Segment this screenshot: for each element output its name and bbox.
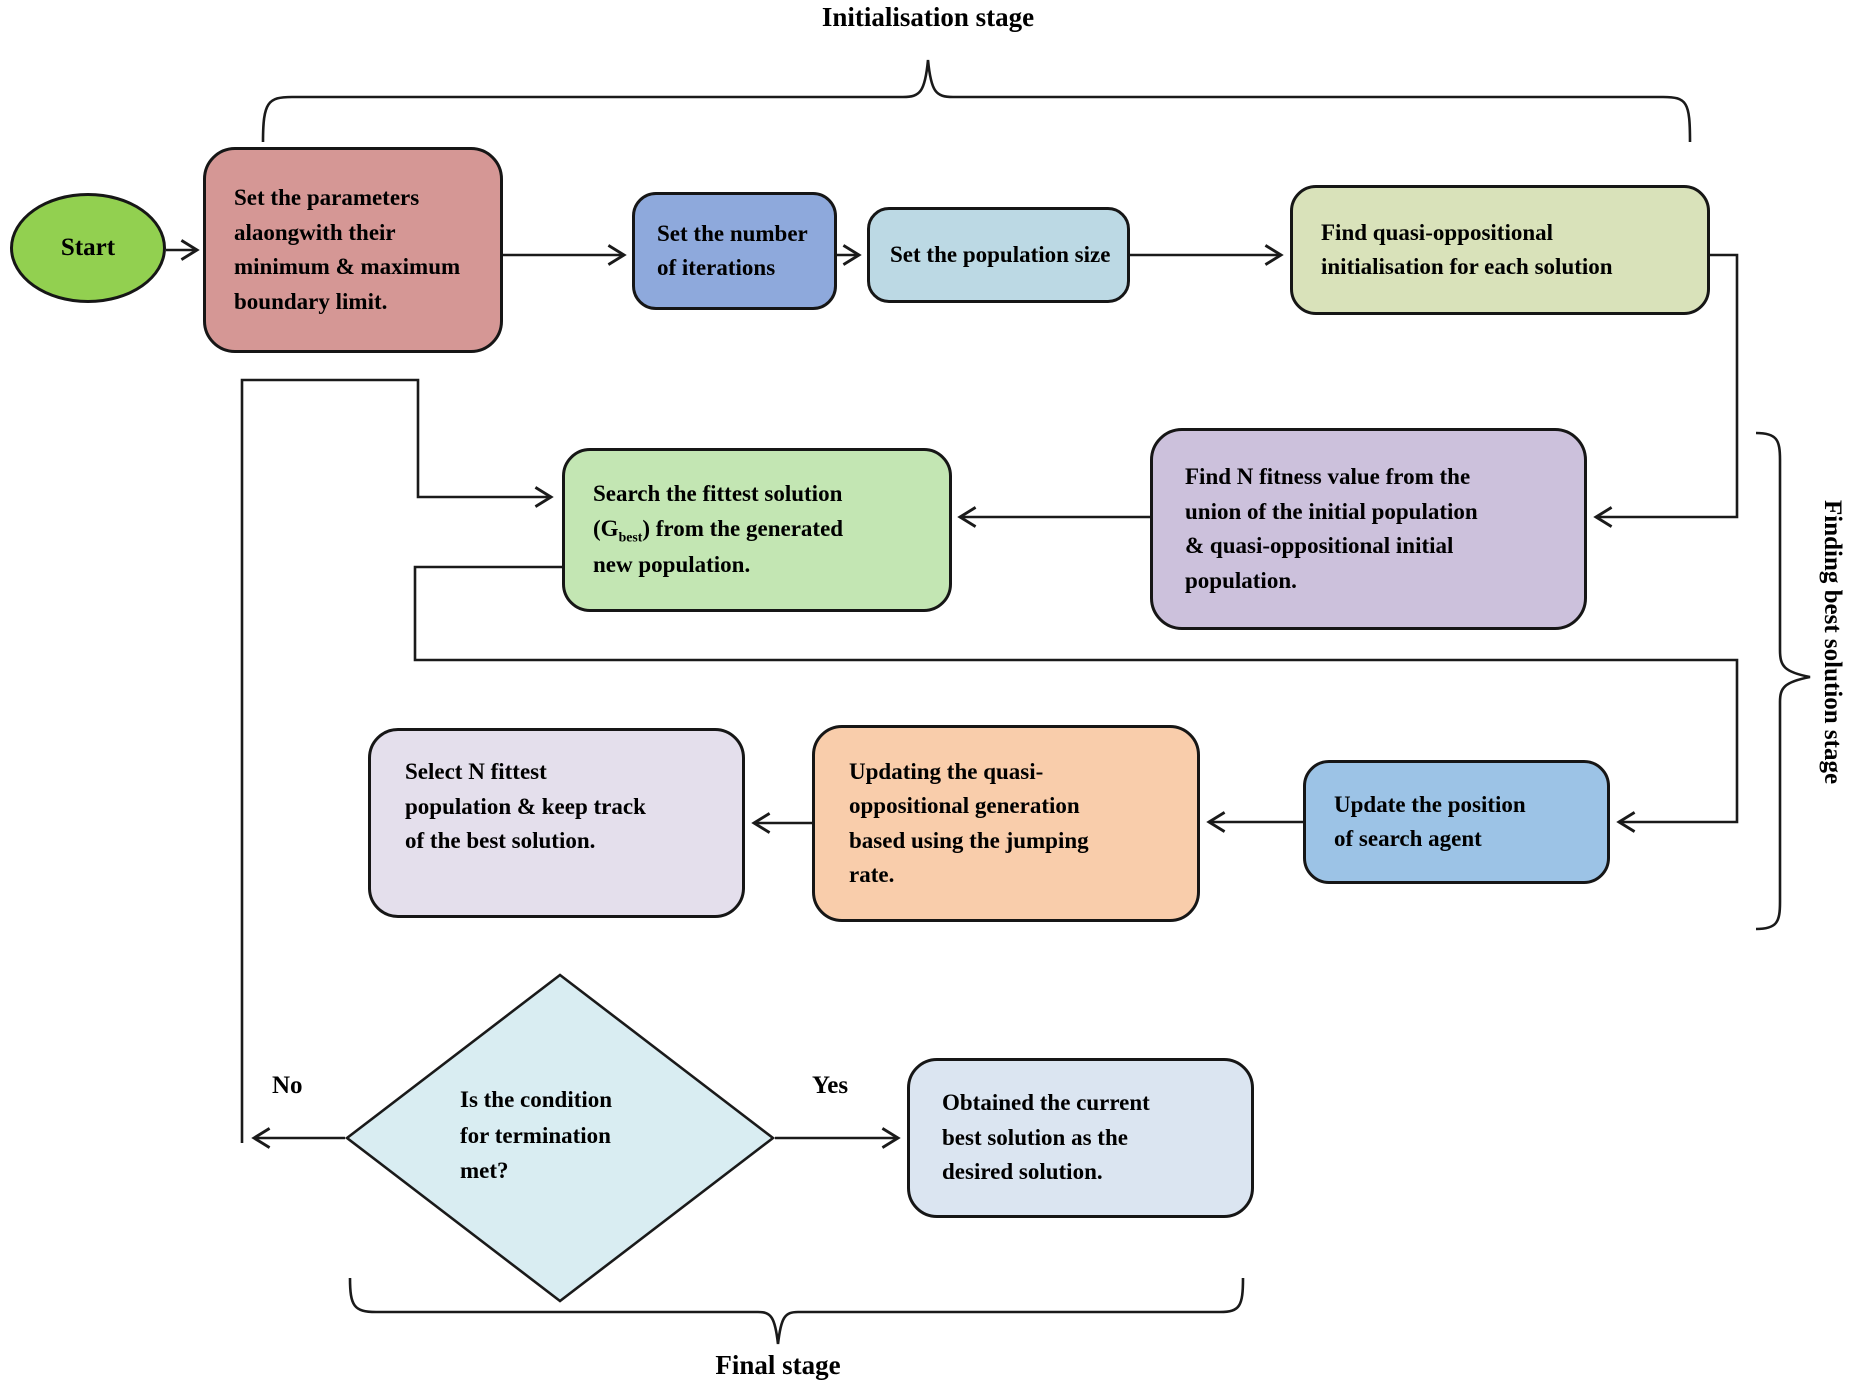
set-population-node: Set the population size	[867, 207, 1130, 303]
set-population-label: Set the population size	[890, 241, 1111, 267]
termination-decision-label: Is the condition for termination met?	[460, 1087, 613, 1184]
select-fittest-label: Select N fittest population & keep track…	[405, 759, 646, 853]
loop-line-to-search	[240, 378, 554, 1143]
search-fittest-node: Search the fittest solution (Gbest) from…	[562, 448, 952, 612]
update-quasi-generation-node: Updating the quasi- oppositional generat…	[812, 725, 1200, 922]
stage-label-initialisation: Initialisation stage	[821, 2, 1035, 32]
select-fittest-node: Select N fittest population & keep track…	[368, 728, 745, 918]
fitness-union-node: Find N fitness value from the union of t…	[1150, 428, 1587, 630]
stage-label-finding-best: Finding best solution stage	[1819, 500, 1846, 785]
arrow-quasi-to-fitness	[1593, 253, 1739, 528]
quasi-oppositional-init-node: Find quasi-oppositional initialisation f…	[1290, 185, 1710, 315]
search-fittest-label-pre: Search the fittest solution (G	[593, 481, 843, 541]
finding-best-brace	[1755, 431, 1811, 931]
quasi-oppositional-init-label: Find quasi-oppositional initialisation f…	[1321, 219, 1613, 280]
no-label: No	[272, 1072, 303, 1099]
yes-label: Yes	[812, 1072, 849, 1099]
gbest-subscript: best	[618, 529, 643, 545]
update-position-label: Update the position of search agent	[1334, 791, 1526, 852]
search-fittest-label: Search the fittest solution (Gbest) from…	[565, 477, 843, 582]
obtained-solution-label: Obtained the current best solution as th…	[942, 1090, 1150, 1185]
update-position-node: Update the position of search agent	[1303, 760, 1610, 884]
search-fittest-label-post: ) from the generated new population.	[593, 515, 844, 578]
fitness-union-label: Find N fitness value from the union of t…	[1185, 464, 1478, 593]
start-label: Start	[60, 234, 116, 262]
initialisation-brace	[261, 59, 1692, 143]
arrow-search-to-update	[413, 565, 1739, 833]
start-node: Start	[10, 193, 166, 303]
obtained-solution-node: Obtained the current best solution as th…	[907, 1058, 1254, 1218]
set-iterations-node: Set the number of iterations	[632, 192, 837, 310]
update-quasi-generation-label: Updating the quasi- oppositional generat…	[849, 758, 1089, 888]
final-brace	[348, 1277, 1245, 1345]
stage-label-final: Final stage	[715, 1350, 841, 1380]
set-iterations-label: Set the number of iterations	[657, 220, 808, 281]
set-parameters-node: Set the parameters alaongwith their mini…	[203, 147, 503, 353]
decision-diamond	[344, 973, 776, 1303]
set-parameters-label: Set the parameters alaongwith their mini…	[234, 185, 461, 314]
